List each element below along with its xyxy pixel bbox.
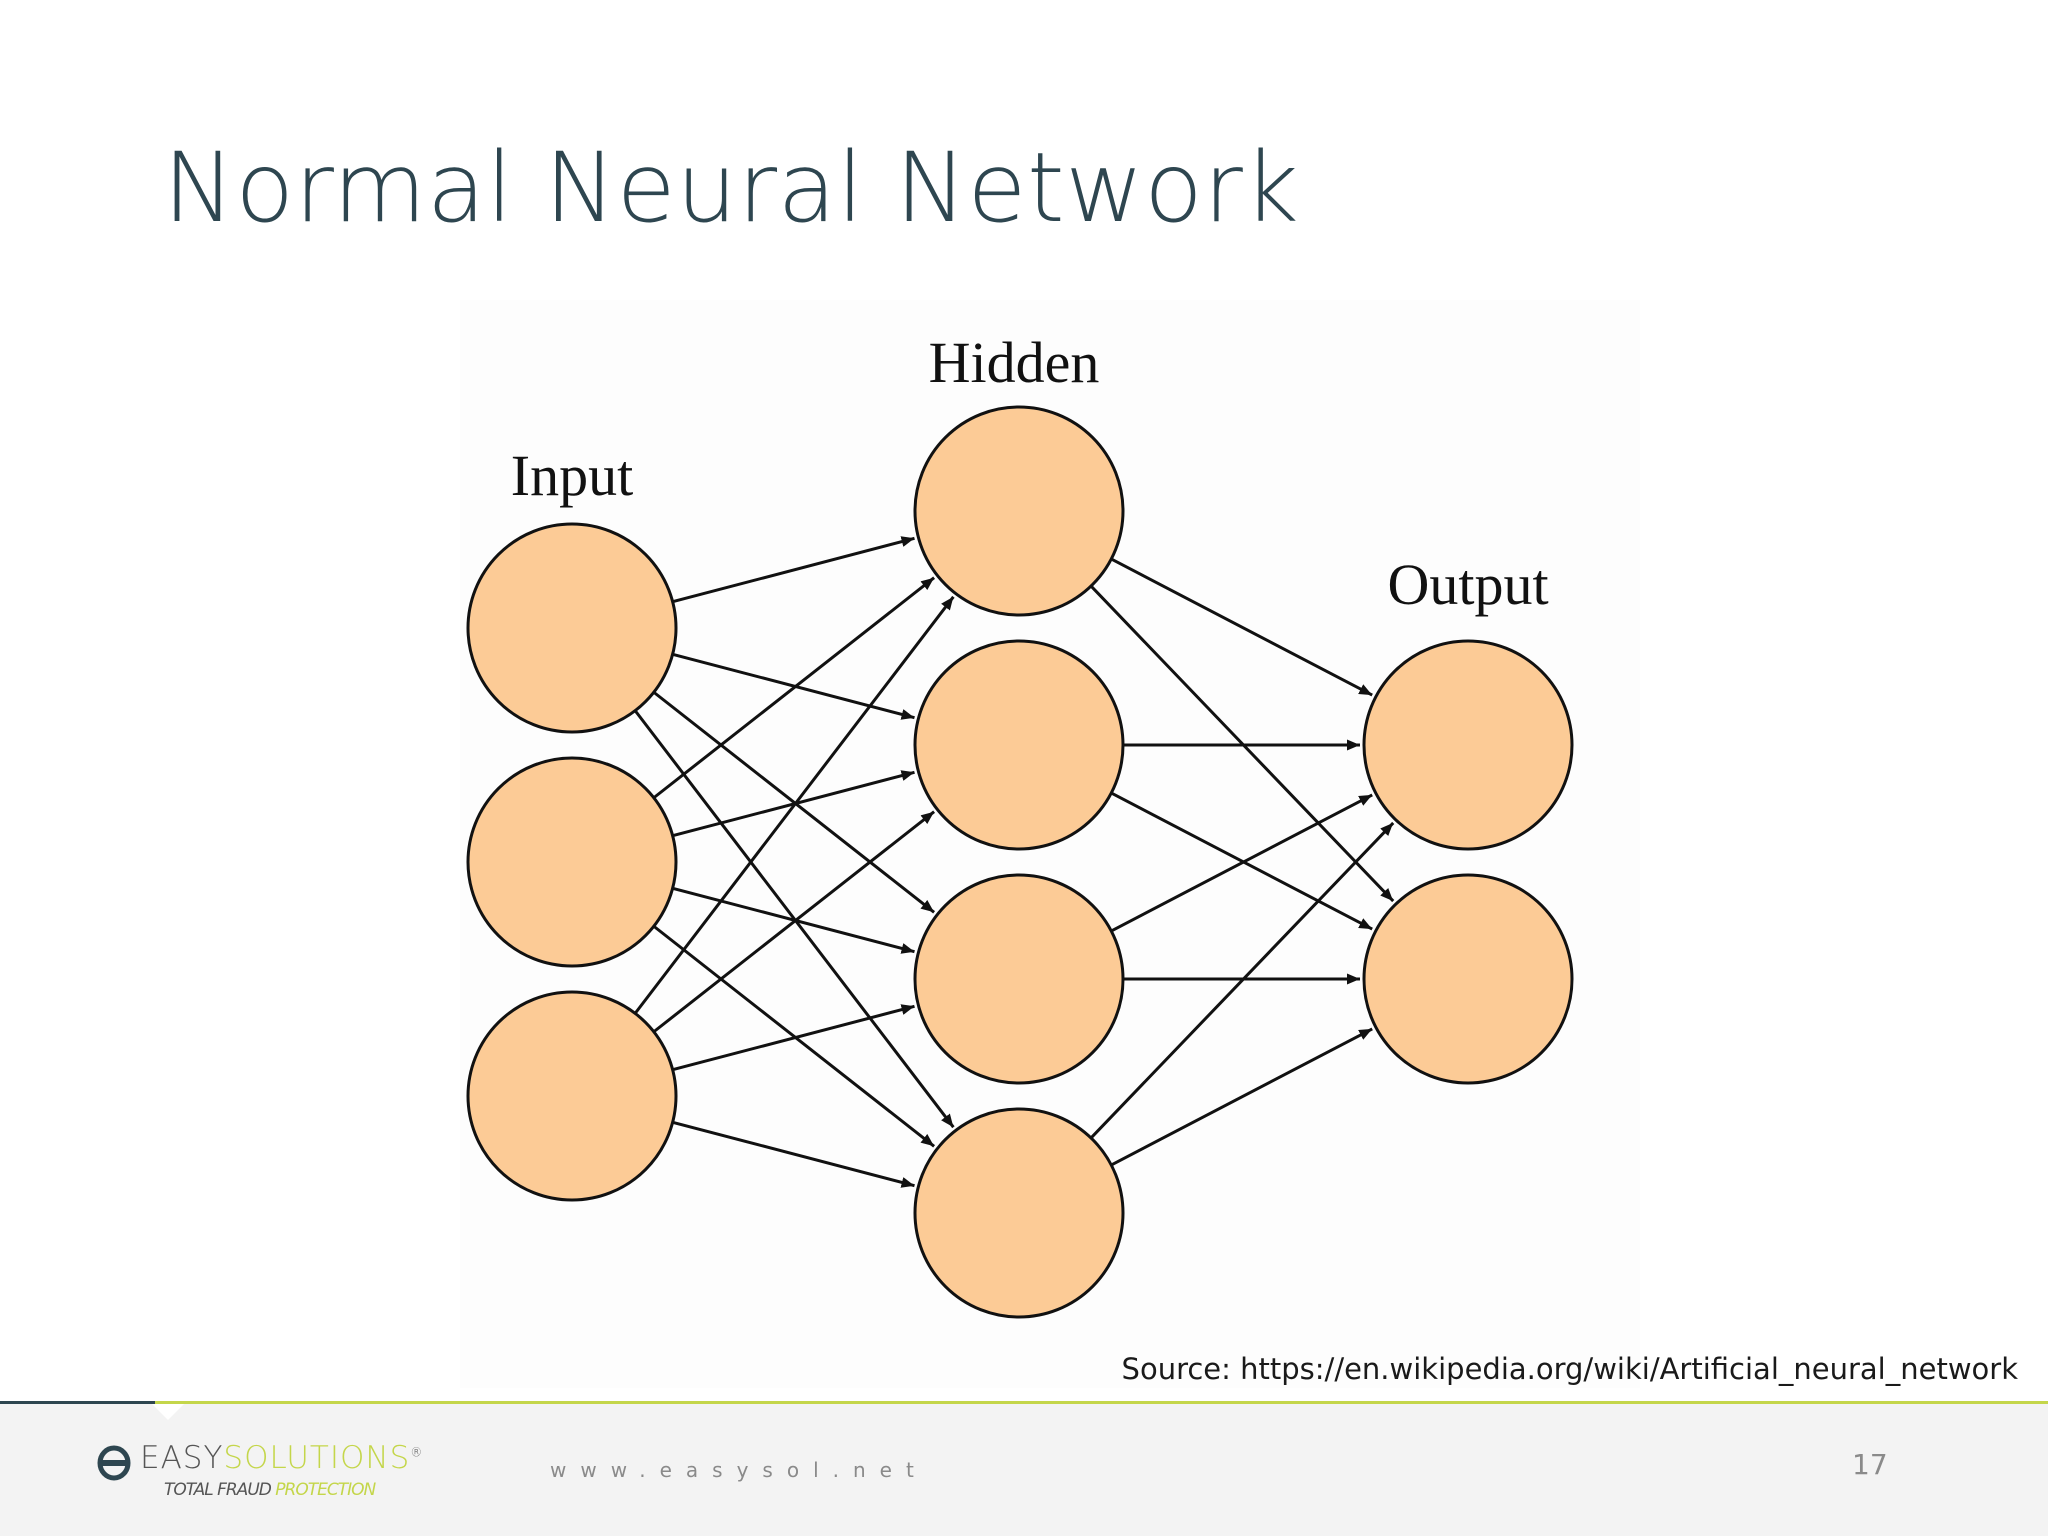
connection-hidden-1-to-output-1 <box>1108 556 1373 697</box>
connection-hidden-3-to-output-1 <box>1108 793 1373 934</box>
connection-hidden-4-to-output-2 <box>1108 1027 1373 1168</box>
footer-divider-accent <box>155 1401 2048 1404</box>
footer-notch <box>152 1404 184 1420</box>
output-layer-label: Output <box>1387 552 1548 617</box>
footer-divider-dark <box>0 1401 155 1404</box>
output-node-1 <box>1362 639 1574 851</box>
connection-hidden-4-to-output-1 <box>1088 821 1395 1141</box>
connection-input-2-to-hidden-2 <box>670 770 915 838</box>
input-node-2 <box>466 756 678 968</box>
hidden-layer-label: Hidden <box>929 330 1100 395</box>
connection-input-3-to-hidden-2 <box>651 810 936 1035</box>
input-layer-label: Input <box>511 443 633 508</box>
connection-input-2-to-hidden-4 <box>651 923 936 1148</box>
connection-input-3-to-hidden-1 <box>632 595 955 1016</box>
page-number: 17 <box>1852 1448 1888 1481</box>
input-node-1 <box>466 522 678 734</box>
connections <box>632 536 1395 1188</box>
footer <box>0 1404 2048 1536</box>
connection-input-1-to-hidden-3 <box>651 689 936 914</box>
connection-input-2-to-hidden-3 <box>670 886 915 954</box>
connection-input-1-to-hidden-4 <box>632 708 955 1129</box>
company-logo: EASYSOLUTIONS® TOTAL FRAUD PROTECTION <box>96 1440 436 1506</box>
connection-input-1-to-hidden-2 <box>670 652 915 720</box>
layer-labels: Input Hidden Output <box>511 330 1549 617</box>
connection-hidden-1-to-output-2 <box>1088 583 1395 903</box>
hidden-node-1 <box>913 405 1125 617</box>
connection-input-2-to-hidden-1 <box>651 576 936 801</box>
connection-hidden-2-to-output-2 <box>1108 790 1373 931</box>
source-citation: Source: https://en.wikipedia.org/wiki/Ar… <box>1121 1352 2018 1386</box>
connection-input-3-to-hidden-4 <box>670 1120 915 1188</box>
website-url: www.easysol.net <box>550 1458 928 1482</box>
input-node-3 <box>466 990 678 1202</box>
connection-input-1-to-hidden-1 <box>670 536 915 604</box>
hidden-node-2 <box>913 639 1125 851</box>
logo-tagline: TOTAL FRAUD PROTECTION <box>164 1480 376 1500</box>
hidden-node-4 <box>913 1107 1125 1319</box>
connection-input-3-to-hidden-3 <box>670 1004 915 1072</box>
hidden-node-3 <box>913 873 1125 1085</box>
nodes <box>466 405 1574 1319</box>
logo-name: EASYSOLUTIONS® <box>140 1440 424 1476</box>
output-node-2 <box>1362 873 1574 1085</box>
logo-mark-icon <box>97 1445 131 1481</box>
slide-title: Normal Neural Network <box>163 132 1300 244</box>
